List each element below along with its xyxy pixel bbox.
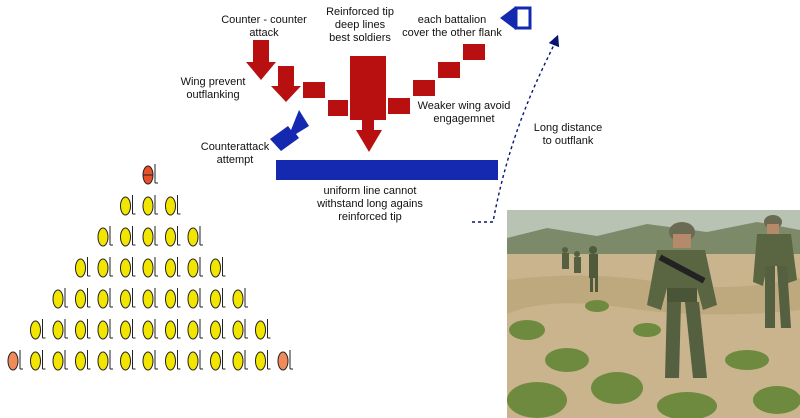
uniform-line	[276, 160, 498, 180]
soldier	[121, 288, 136, 308]
tip-soldier	[143, 164, 158, 184]
counterattack-arrow	[270, 110, 309, 151]
soldier	[31, 350, 46, 370]
soldier	[256, 350, 271, 370]
soldier	[211, 319, 226, 339]
soldier	[211, 350, 226, 370]
right-step-3	[438, 62, 460, 78]
soldier	[98, 350, 113, 370]
soldier	[53, 319, 68, 339]
soldier	[143, 350, 158, 370]
right-step-2	[413, 80, 435, 96]
soldier	[188, 288, 203, 308]
right-step-1	[388, 98, 410, 114]
photo-soldier-far-1	[562, 247, 569, 269]
soldier-formation	[8, 164, 293, 370]
photo-soldier-far-2	[574, 251, 581, 273]
soldier	[31, 319, 46, 339]
soldier	[143, 226, 158, 246]
soldier	[76, 288, 91, 308]
soldier	[98, 288, 113, 308]
left-step-2	[328, 100, 348, 116]
corner-soldier	[8, 350, 23, 370]
label-each-battalion: each battalion cover the other flank	[396, 14, 508, 40]
soldier	[256, 319, 271, 339]
soldier	[121, 195, 136, 215]
soldier	[121, 257, 136, 277]
soldier	[98, 257, 113, 277]
soldier	[166, 195, 181, 215]
soldier	[76, 350, 91, 370]
label-counter-counter: Counter - counter attack	[212, 14, 316, 40]
soldier	[188, 226, 203, 246]
corner-soldier	[278, 350, 293, 370]
soldier	[188, 350, 203, 370]
label-counterattack: Counterattack attempt	[196, 141, 274, 167]
reinforced-tip-arrow	[350, 56, 386, 152]
soldier	[166, 288, 181, 308]
soldier	[188, 319, 203, 339]
soldier	[76, 319, 91, 339]
soldier	[76, 257, 91, 277]
label-reinforced-tip: Reinforced tip deep lines best soldiers	[314, 6, 406, 45]
label-long-distance: Long distance to outflank	[528, 122, 608, 148]
label-weaker-wing: Weaker wing avoid engagemnet	[410, 100, 518, 126]
soldiers-photo	[507, 210, 800, 418]
right-step-4	[463, 44, 485, 60]
soldier	[233, 350, 248, 370]
soldier	[98, 319, 113, 339]
soldier	[166, 257, 181, 277]
soldier	[121, 350, 136, 370]
soldier	[143, 319, 158, 339]
soldier	[166, 226, 181, 246]
soldier	[211, 257, 226, 277]
soldier	[166, 319, 181, 339]
soldier	[143, 288, 158, 308]
label-wing-prevent: Wing prevent outflanking	[168, 76, 258, 102]
soldier	[121, 319, 136, 339]
soldier	[121, 226, 136, 246]
soldier	[98, 226, 113, 246]
soldier	[143, 195, 158, 215]
soldier	[233, 288, 248, 308]
soldier	[53, 288, 68, 308]
counter-counter-arrow-2	[271, 66, 301, 102]
soldier	[233, 319, 248, 339]
soldier	[53, 350, 68, 370]
soldier	[211, 288, 226, 308]
counter-counter-arrow-1	[246, 40, 276, 80]
soldier	[188, 257, 203, 277]
soldier	[166, 350, 181, 370]
soldier	[143, 257, 158, 277]
label-uniform-line: uniform line cannot withstand long again…	[300, 185, 440, 224]
left-step-1	[303, 82, 325, 98]
